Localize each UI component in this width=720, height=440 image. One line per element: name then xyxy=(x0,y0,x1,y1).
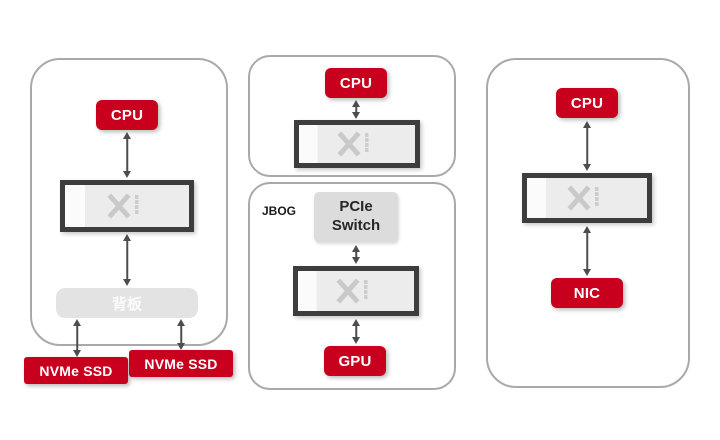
nvme-ssd-label: NVMe SSD xyxy=(144,355,218,372)
retimer-chip xyxy=(293,266,419,316)
retimer-chip xyxy=(522,173,652,223)
cpu-to-retimer-arrow xyxy=(350,100,362,119)
chip-logo-icon xyxy=(567,185,599,211)
retimer-to-gpu-arrow xyxy=(350,319,362,344)
retimer-to-nic-arrow xyxy=(581,226,593,276)
cpu-label: CPU xyxy=(339,74,373,92)
gpu-label: GPU xyxy=(338,352,372,370)
gpu-node: GPU xyxy=(324,346,386,376)
retimer-to-backplane-arrow xyxy=(121,234,133,286)
backplane-to-ssd-left-arrow xyxy=(71,319,83,357)
pcie-switch-node: PCIe Switch xyxy=(314,192,398,242)
cpu-node: CPU xyxy=(325,68,387,98)
nic-node: NIC xyxy=(551,278,623,308)
chip-logo-icon xyxy=(107,193,139,219)
cpu-to-retimer-arrow xyxy=(581,121,593,171)
backplane-node: 背板 xyxy=(56,288,198,318)
retimer-chip xyxy=(60,180,194,232)
nvme-ssd-node-right: NVMe SSD xyxy=(129,350,233,377)
backplane-label: 背板 xyxy=(111,295,142,313)
cpu-node: CPU xyxy=(556,88,618,118)
pcie-switch-label: PCIe Switch xyxy=(331,198,381,234)
retimer-chip xyxy=(294,120,420,168)
backplane-to-ssd-right-arrow xyxy=(175,319,187,350)
cpu-to-retimer-arrow xyxy=(121,132,133,178)
switch-to-retimer-arrow xyxy=(350,245,362,264)
cpu-label: CPU xyxy=(570,94,604,112)
cpu-label: CPU xyxy=(110,106,144,124)
chip-logo-icon xyxy=(336,278,368,304)
cpu-node: CPU xyxy=(96,100,158,130)
nvme-ssd-node-left: NVMe SSD xyxy=(24,357,128,384)
jbog-label: JBOG xyxy=(262,204,297,218)
nvme-ssd-label: NVMe SSD xyxy=(39,362,113,379)
nic-label: NIC xyxy=(573,284,601,302)
chip-logo-icon xyxy=(337,131,369,157)
